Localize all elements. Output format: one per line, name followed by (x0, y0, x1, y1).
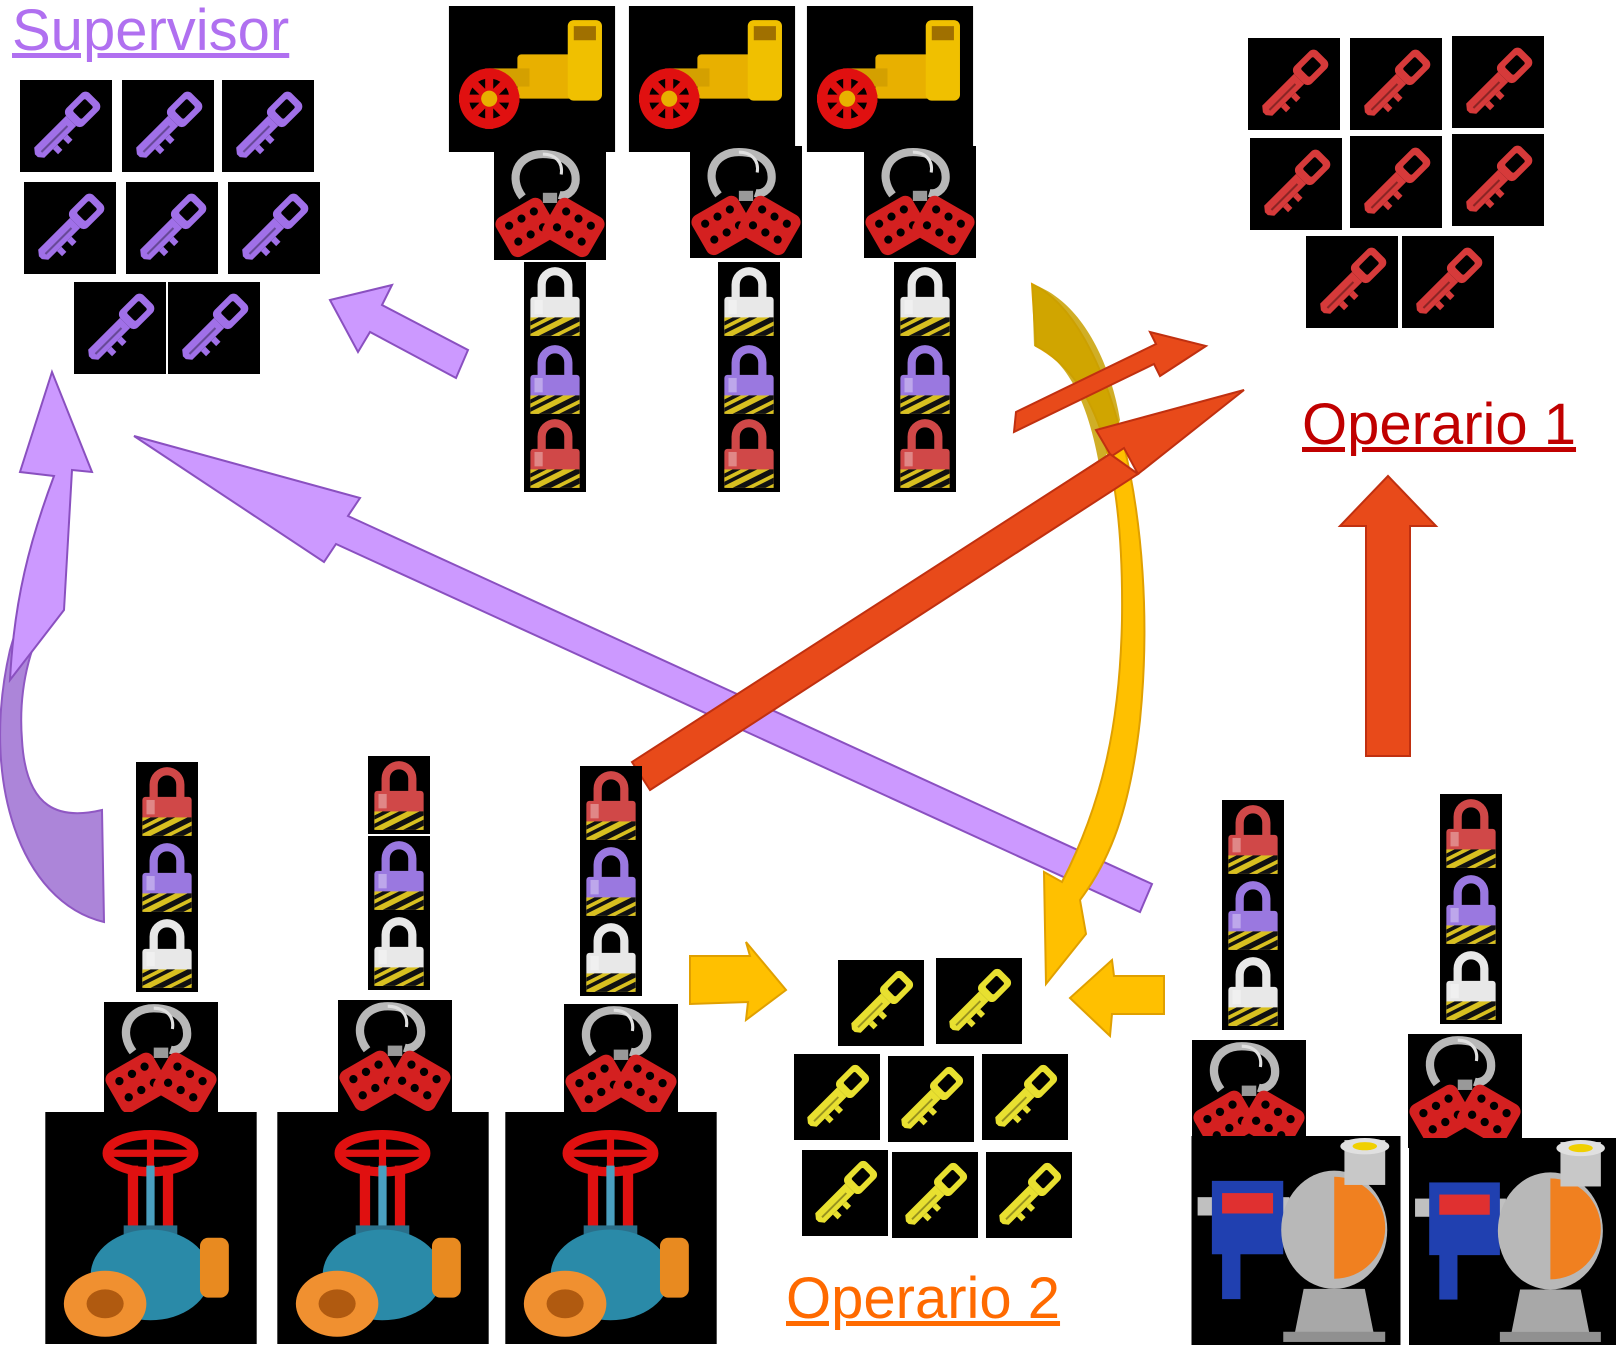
lockout-hasp-icon (690, 146, 802, 258)
operario2-label: Operario 2 (786, 1266, 1061, 1331)
padlock-icon (1440, 794, 1502, 872)
padlock-icon (1440, 946, 1502, 1024)
yellow-key-icon (982, 1054, 1068, 1140)
purple-key-icon (74, 282, 166, 374)
top-lockout-groups (449, 6, 976, 492)
globe-valve-icon (505, 1112, 716, 1344)
red-key-icon (1306, 236, 1398, 328)
padlock-icon (1222, 952, 1284, 1030)
padlock-icon (718, 340, 780, 418)
padlock-icon (1222, 800, 1284, 878)
operario1-label: Operario 1 (1302, 392, 1577, 457)
padlock-icon (718, 414, 780, 492)
gate-valve-icon (449, 6, 615, 152)
supervisor-label: Supervisor (12, 0, 290, 63)
red-arrow-long-body (630, 452, 1140, 792)
yellow-key-icon (986, 1152, 1072, 1238)
lockout-hasp-icon (1408, 1034, 1522, 1148)
yellow-key-icon (888, 1056, 974, 1142)
padlock-icon (580, 842, 642, 920)
operario1-keys (1248, 36, 1544, 328)
gate-valve-icon (807, 6, 973, 152)
padlock-icon (136, 914, 198, 992)
red-key-icon (1452, 36, 1544, 128)
purple-arrow-long (133, 435, 1154, 914)
red-key-icon (1402, 236, 1494, 328)
lockout-hasp-icon (494, 148, 606, 260)
padlock-icon (368, 836, 430, 914)
padlock-icon (136, 762, 198, 840)
padlock-icon (368, 912, 430, 990)
red-key-icon (1350, 38, 1442, 130)
yellow-key-icon (794, 1054, 880, 1140)
yellow-curved-arrow-top (1032, 284, 1120, 470)
padlock-icon (1222, 876, 1284, 954)
lockout-hasp-icon (104, 1002, 218, 1116)
bottom-valve-lockout-groups (45, 756, 716, 1344)
padlock-icon (524, 414, 586, 492)
red-arrow-small (1012, 330, 1209, 434)
padlock-icon (894, 340, 956, 418)
padlock-icon (580, 766, 642, 844)
padlock-icon (136, 838, 198, 916)
yellow-key-icon (802, 1150, 888, 1236)
globe-valve-icon (45, 1112, 256, 1344)
red-key-icon (1452, 134, 1544, 226)
red-arrow-up (1337, 474, 1439, 757)
operario2-keys (794, 958, 1072, 1238)
purple-curved-arrow-head (8, 369, 94, 684)
padlock-icon (1440, 870, 1502, 948)
yellow-key-icon (838, 960, 924, 1046)
purple-key-icon (168, 282, 260, 374)
purple-key-icon (222, 80, 314, 172)
globe-valve-icon (277, 1112, 488, 1344)
gate-valve-icon (629, 6, 795, 152)
padlock-icon (894, 262, 956, 340)
pump-icon (1191, 1136, 1401, 1345)
pump-icon (1409, 1138, 1616, 1345)
purple-key-icon (20, 80, 112, 172)
padlock-icon (524, 340, 586, 418)
purple-key-icon (122, 80, 214, 172)
bottom-pump-lockout-groups (1191, 794, 1616, 1345)
lockout-hasp-icon (864, 146, 976, 258)
padlock-icon (524, 262, 586, 340)
purple-key-icon (126, 182, 218, 274)
lockout-hasp-icon (564, 1004, 678, 1118)
padlock-icon (368, 756, 430, 834)
red-key-icon (1250, 138, 1342, 230)
purple-arrow-small (328, 283, 470, 380)
red-key-icon (1350, 136, 1442, 228)
supervisor-keys (20, 80, 320, 374)
yellow-key-icon (936, 958, 1022, 1044)
padlock-icon (894, 414, 956, 492)
purple-key-icon (24, 182, 116, 274)
yellow-key-icon (892, 1152, 978, 1238)
lockout-hasp-icon (1192, 1040, 1306, 1154)
purple-key-icon (228, 182, 320, 274)
padlock-icon (718, 262, 780, 340)
yellow-arrow-right (689, 941, 788, 1023)
lockout-hasp-icon (338, 1000, 452, 1114)
red-key-icon (1248, 38, 1340, 130)
yellow-arrow-left (1068, 957, 1165, 1039)
padlock-icon (580, 918, 642, 996)
